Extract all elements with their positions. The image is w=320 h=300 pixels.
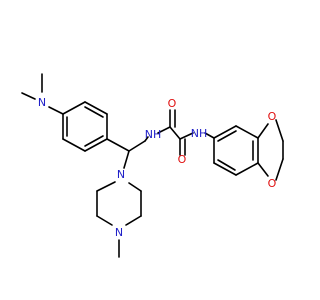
carbonyl-o-bottom-label: O xyxy=(178,153,187,166)
oxalamide-core xyxy=(157,109,215,156)
aryl-ch-bond xyxy=(106,138,130,152)
dimethylamino-group xyxy=(21,73,64,115)
c-c-bond xyxy=(169,126,181,140)
nh-aryl-bond xyxy=(204,132,215,139)
ethylene-linker xyxy=(106,136,149,169)
dimethylamino-n-label: N xyxy=(38,96,46,109)
n-aryl-bond xyxy=(48,106,64,115)
ch-ch2-bond xyxy=(128,140,146,152)
carbonyl-nh-bond-right xyxy=(179,132,194,140)
piperazine-ring xyxy=(96,181,142,258)
n-methyl-bond-1 xyxy=(21,92,36,100)
phenyl-ring xyxy=(62,101,108,152)
amide-nh-left-label: NH xyxy=(145,128,162,141)
dioxole-o-top-label: O xyxy=(268,110,277,123)
piperazine-n-bottom-label: N xyxy=(115,226,123,239)
ch-piperazine-bond xyxy=(123,150,130,169)
molecule-structure: N NH NH O O N N O O xyxy=(21,73,284,258)
nh-carbonyl-bond-left xyxy=(157,126,171,134)
dioxole-o-bottom-label: O xyxy=(268,177,277,190)
benzodioxole-ring xyxy=(213,119,284,181)
ch2-nh-bond xyxy=(144,136,149,142)
carbonyl-o-top-label: O xyxy=(168,97,177,110)
amide-nh-right-label: NH xyxy=(191,127,208,140)
piperazine-n-top-label: N xyxy=(117,168,125,181)
